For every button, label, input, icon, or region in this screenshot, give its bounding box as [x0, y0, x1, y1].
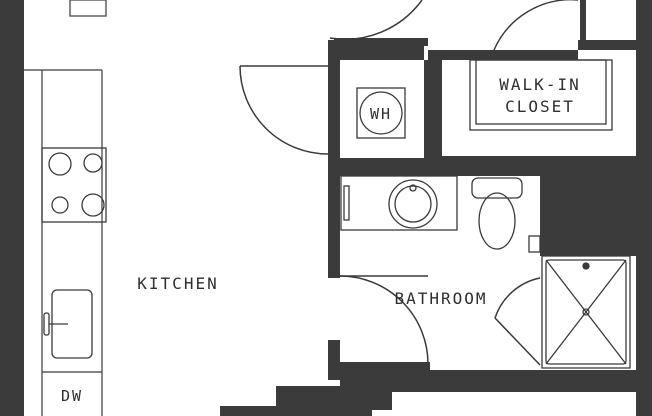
burner-1	[48, 152, 72, 176]
shower-drain	[582, 308, 590, 316]
bathroom-label: BATHROOM	[394, 289, 487, 308]
shower	[541, 255, 631, 369]
shower-outer	[541, 255, 631, 369]
shower-diagonal-2	[545, 259, 627, 365]
doors	[239, 0, 578, 366]
wh-circle	[359, 91, 403, 135]
stove	[41, 147, 107, 223]
bath-door-arc	[339, 275, 429, 365]
right-exterior-wall	[636, 0, 652, 416]
labels: KITCHEN BATHROOM WALK-IN CLOSET WH DW	[61, 75, 580, 405]
closet-right-post	[580, 0, 586, 48]
shower-inner	[545, 259, 627, 365]
kitchen-top-door-arc	[329, 0, 423, 40]
closet-label: CLOSET	[505, 97, 575, 116]
bath-right-door-leaf	[494, 317, 541, 366]
bath-mat	[435, 371, 497, 383]
stove-outline	[41, 147, 107, 223]
wh-box	[356, 87, 406, 139]
bath-right-wall	[540, 160, 636, 256]
wh-closet-top	[340, 46, 424, 60]
vanity	[340, 175, 458, 231]
bath-right-door-arc	[494, 277, 541, 319]
bath-lower-left-wall	[328, 340, 340, 380]
wh-door-arc	[239, 65, 329, 155]
dishwasher-label: DW	[61, 387, 83, 405]
closet-bottom-wall	[442, 156, 636, 164]
walk-in-label: WALK-IN	[499, 75, 580, 94]
kitchen-label: KITCHEN	[137, 274, 218, 293]
bathroom-fixtures	[340, 175, 541, 383]
kitchen-counter	[24, 0, 107, 416]
bath-sink-drain	[409, 184, 417, 192]
bath-sink-outer	[388, 179, 438, 229]
bath-sink-inner	[394, 185, 432, 223]
shower-head	[582, 262, 590, 270]
top-center-wall	[334, 38, 428, 46]
upper-cabinet	[69, 0, 107, 17]
toilet-bowl	[478, 192, 516, 250]
top-center-wall-2	[428, 50, 578, 60]
faucet	[43, 312, 50, 336]
toilet-paper	[528, 235, 541, 253]
toilet-tank	[471, 177, 523, 199]
closet-shelf-outer	[469, 59, 613, 131]
burner-4	[81, 193, 105, 217]
water-heater	[356, 87, 406, 139]
kitchen-sink	[43, 289, 93, 359]
closet-shelf-inner	[475, 59, 607, 125]
closet-top-right-wall	[578, 40, 636, 50]
towel-bar	[343, 185, 350, 221]
bottom-wall	[220, 372, 652, 416]
left-exterior-wall	[0, 0, 24, 416]
center-vertical-wall	[328, 40, 340, 278]
water-heater-label: WH	[370, 105, 392, 123]
wh-right-wall	[424, 60, 442, 160]
walk-in-closet-shelf	[469, 59, 613, 131]
burner-3	[51, 196, 69, 214]
closet-top-door-arc	[493, 0, 578, 51]
burner-2	[83, 153, 103, 173]
